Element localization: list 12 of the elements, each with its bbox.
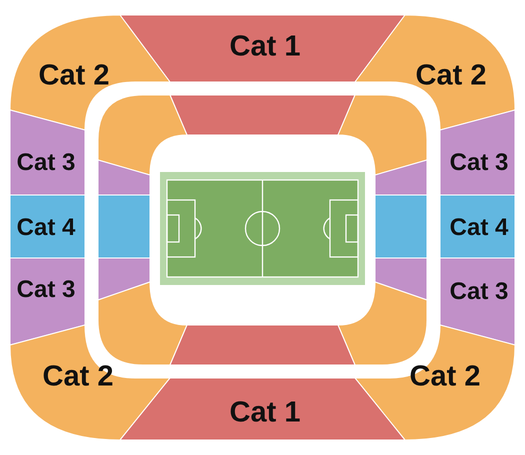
section-label: Cat 4 [16, 216, 76, 240]
section-label: Cat 3 [16, 151, 76, 175]
section-label: Cat 2 [42, 362, 114, 392]
section-label: Cat 2 [38, 62, 110, 90]
section-label: Cat 2 [410, 362, 480, 392]
section-label: Cat 3 [16, 278, 76, 302]
section-label: Cat 1 [230, 32, 300, 62]
section-label: Cat 3 [450, 280, 508, 304]
section-label: Cat 4 [450, 216, 508, 240]
section-label: Cat 3 [450, 151, 508, 175]
section-label: Cat 1 [230, 398, 300, 428]
section-label: Cat 2 [416, 62, 486, 90]
